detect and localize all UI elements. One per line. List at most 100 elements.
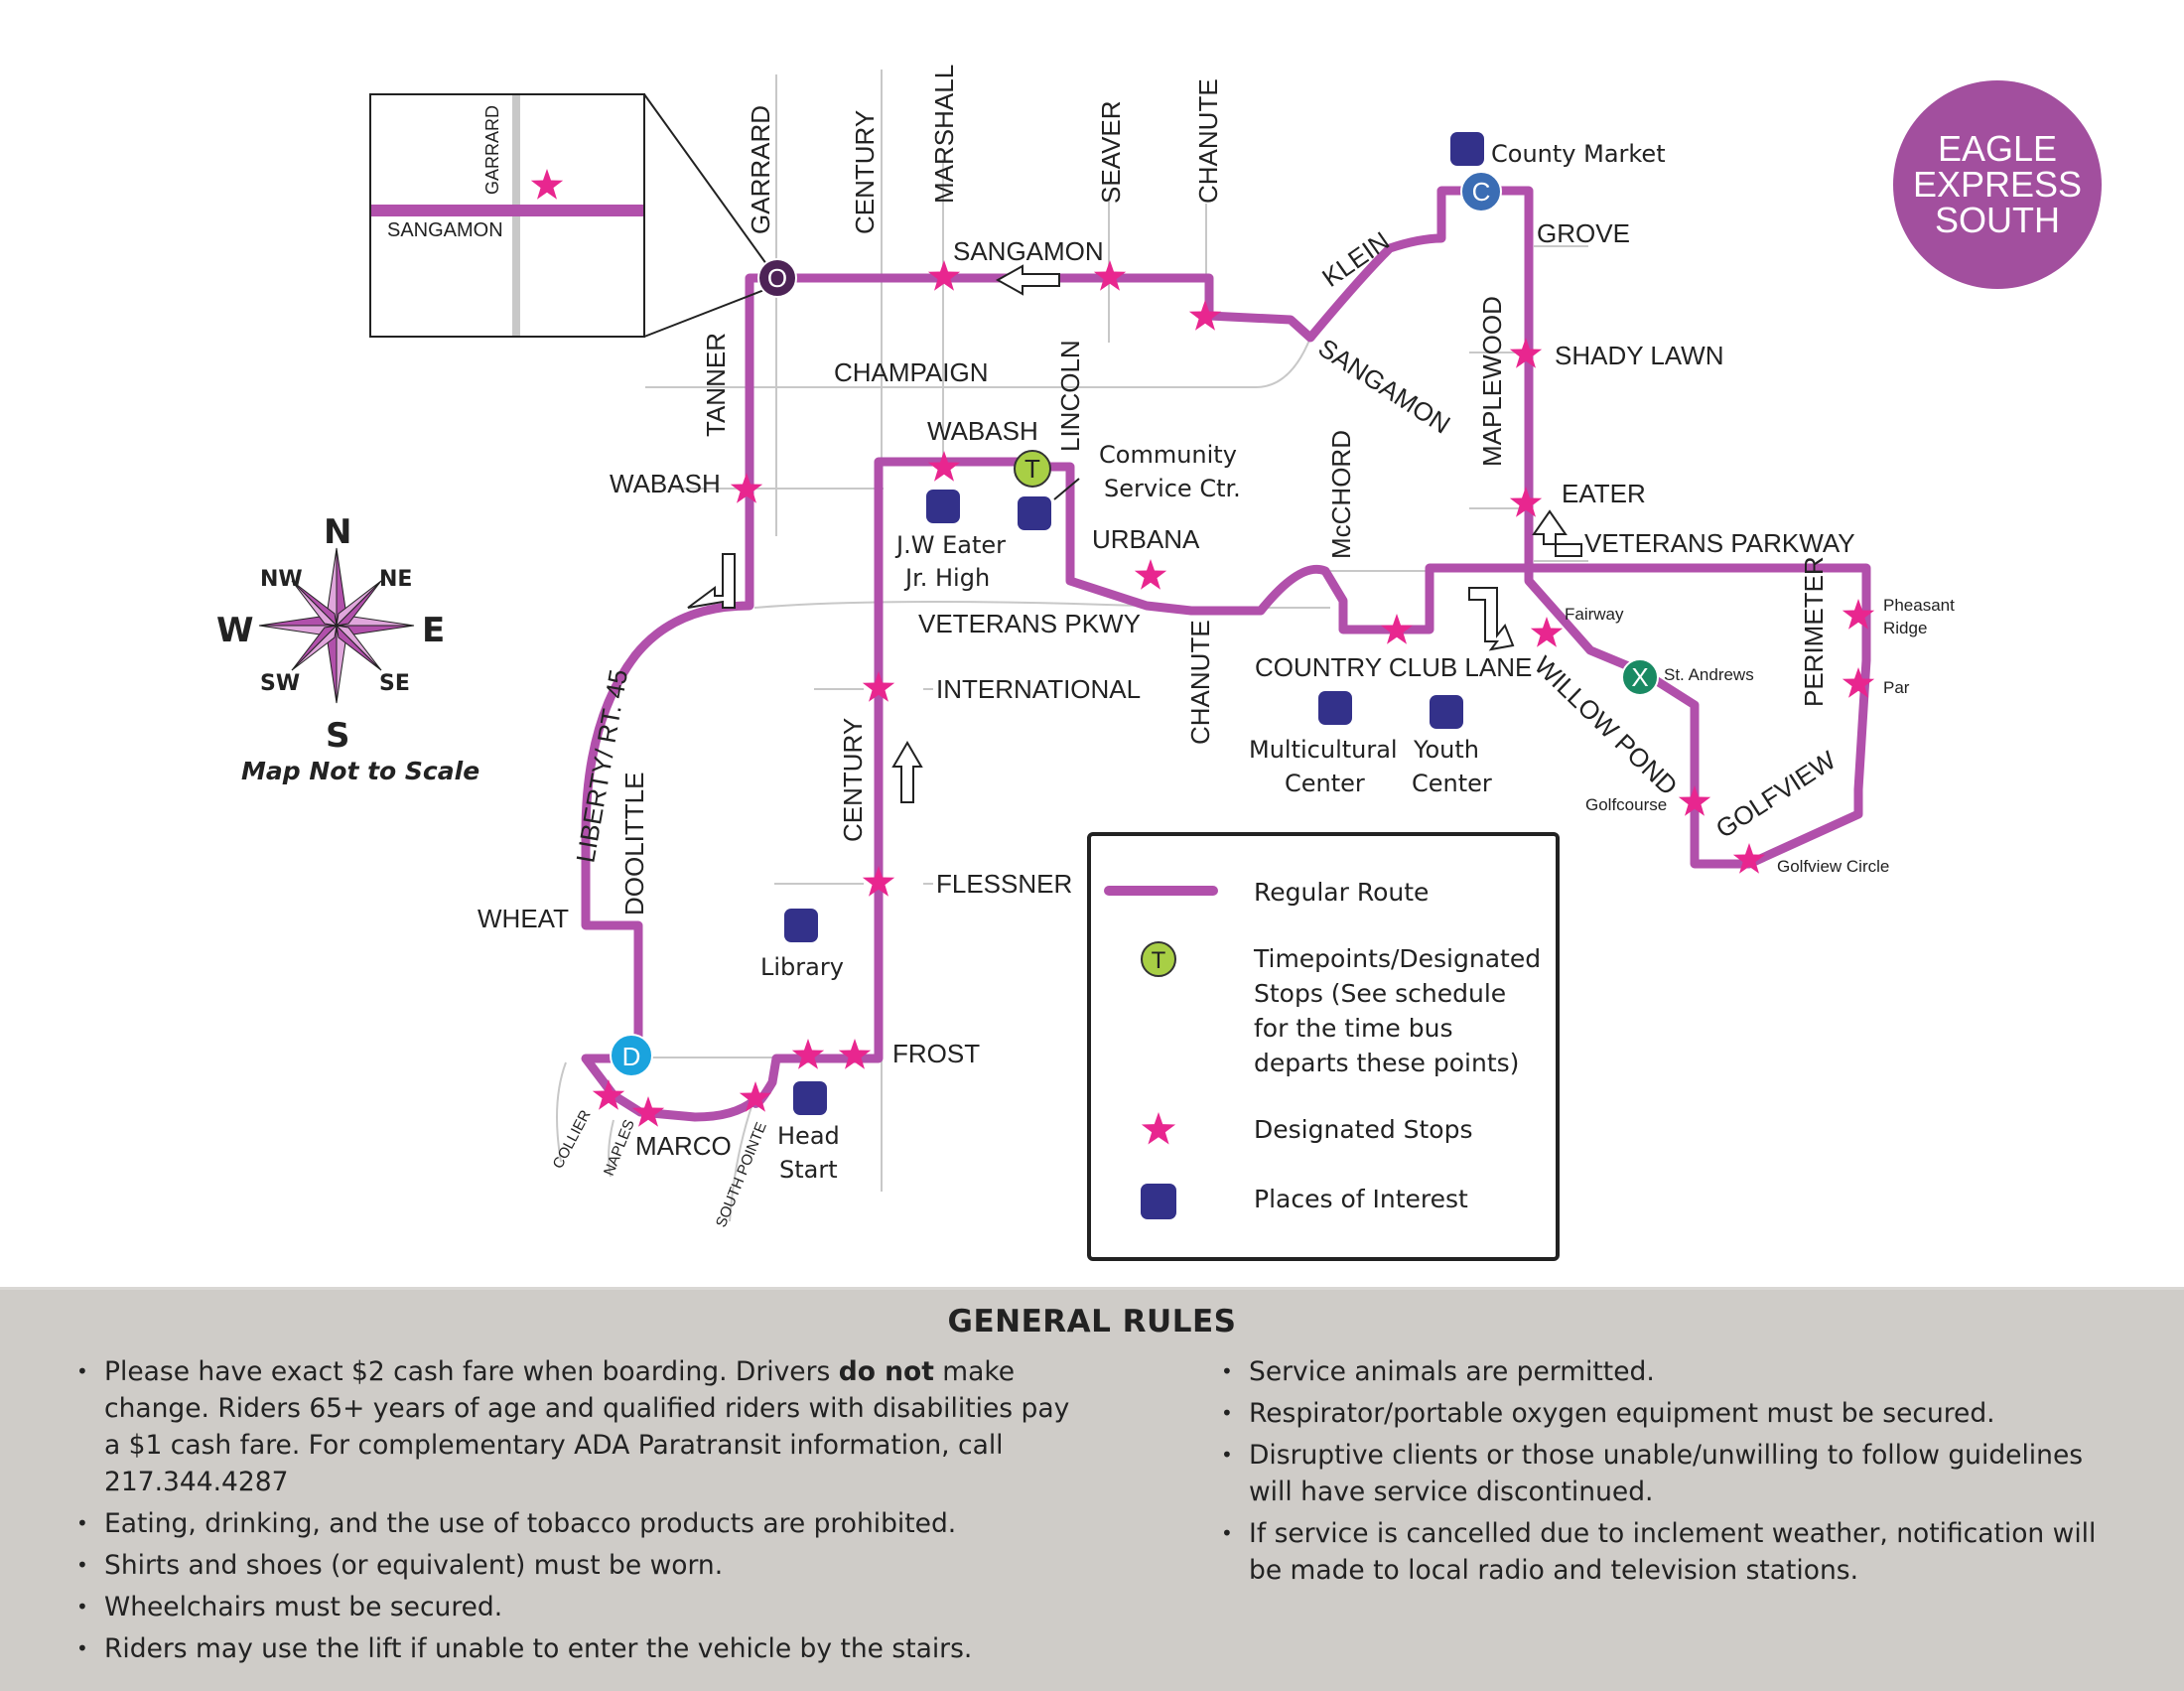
stop-label-pheasant: Pheasant [1883, 596, 1955, 615]
stop-star [1134, 559, 1167, 590]
compass-sw: SW [260, 671, 300, 696]
label-maplewood: MAPLEWOOD [1477, 296, 1507, 467]
legend-t-icon: T [1152, 947, 1166, 974]
label-marco: MARCO [635, 1131, 732, 1161]
stop-label-fairway: Fairway [1565, 605, 1624, 624]
label-shady-lawn: SHADY LAWN [1555, 341, 1724, 370]
stop-star [927, 451, 961, 482]
stop-star [791, 1039, 825, 1069]
place-label-community-2: Service Ctr. [1104, 475, 1241, 502]
stop-star [838, 1039, 872, 1069]
arrow-west [995, 264, 1060, 296]
label-naples: NAPLES [601, 1117, 638, 1178]
route-map: GARRARD SANGAMON [216, 65, 2102, 1261]
arrow-se [1468, 587, 1515, 651]
label-lincoln: LINCOLN [1055, 340, 1085, 452]
label-tanner: TANNER [701, 333, 731, 437]
label-veterans-parkway: VETERANS PARKWAY [1584, 528, 1855, 558]
rule-item: Wheelchairs must be secured. [74, 1589, 1087, 1625]
place-label-youth-2: Center [1412, 770, 1492, 797]
timepoint-c [1460, 171, 1502, 212]
place-label-county-market: County Market [1491, 140, 1666, 168]
general-rules-panel: GENERAL RULES Please have exact $2 cash … [0, 1287, 2184, 1691]
timepoint-x-label: X [1631, 662, 1648, 692]
places-of-interest [784, 132, 1484, 1115]
place-label-youth-1: Youth [1413, 736, 1479, 764]
route-badge: EAGLE EXPRESS SOUTH [1893, 80, 2102, 289]
compass-ne: NE [379, 567, 412, 592]
label-wabash-w: WABASH [610, 469, 721, 498]
timepoints: O C T X D [610, 171, 1659, 1077]
label-eater: EATER [1562, 479, 1646, 508]
label-seaver: SEAVER [1096, 100, 1126, 204]
label-sangamon-diag: SANGAMON [1313, 333, 1456, 440]
legend: T Regular Route Timepoints/Designated St… [1087, 832, 1560, 1261]
label-willow-pond: WILLOW POND [1529, 650, 1684, 801]
rule-item: Riders may use the lift if unable to ent… [74, 1630, 1087, 1667]
label-country-club: COUNTRY CLUB LANE [1255, 652, 1532, 682]
label-mcchord: McCHORD [1326, 430, 1356, 559]
label-frost: FROST [892, 1039, 980, 1068]
inset-label-sangamon: SANGAMON [387, 219, 503, 241]
label-sangamon-top: SANGAMON [953, 236, 1104, 266]
rules-list-right: Service animals are permitted.Respirator… [1219, 1353, 2132, 1594]
inset-label-garrard: GARRARD [482, 105, 502, 195]
stop-star [1530, 617, 1564, 647]
label-chanute-top: CHANUTE [1193, 78, 1223, 204]
place-library [784, 909, 818, 942]
stop-labels: Fairway St. Andrews Pheasant Ridge Par G… [1565, 596, 1955, 876]
place-label-community-1: Community [1099, 441, 1237, 469]
stop-label-golfview-circle: Golfview Circle [1777, 857, 1889, 876]
badge-line-1: EAGLE [1938, 128, 2057, 169]
compass-se: SE [379, 671, 410, 696]
legend-route: Regular Route [1254, 878, 1429, 907]
rule-item: Eating, drinking, and the use of tobacco… [74, 1505, 1087, 1542]
legend-stops: Designated Stops [1254, 1115, 1473, 1144]
place-label-multicultural-1: Multicultural [1249, 736, 1398, 764]
place-youth-center [1430, 695, 1463, 729]
timepoint-x [1621, 658, 1659, 696]
compass-e: E [422, 611, 445, 650]
place-label-library: Library [760, 953, 844, 981]
place-labels: County Market Community Service Ctr. J.W… [760, 140, 1666, 1184]
label-chanute-mid: CHANUTE [1185, 620, 1215, 745]
rule-item: If service is cancelled due to inclement… [1219, 1515, 2132, 1589]
rule-item: Disruptive clients or those unable/unwil… [1219, 1437, 2132, 1510]
legend-places: Places of Interest [1254, 1185, 1468, 1213]
place-head-start [793, 1081, 827, 1115]
timepoint-t-label: T [1024, 454, 1040, 484]
place-label-jw-2: Jr. High [903, 564, 990, 592]
timepoint-d [610, 1034, 653, 1077]
place-jw-eater [926, 490, 960, 523]
arrow-north-veterans [1532, 509, 1582, 557]
place-label-head-1: Head [777, 1122, 840, 1150]
legend-tp-4: departs these points) [1254, 1049, 1519, 1077]
compass-rose: N S E W NW NE SW SE Map Not to Scale [216, 512, 479, 785]
timepoint-d-label: D [622, 1042, 641, 1071]
rule-item: Shirts and shoes (or equivalent) must be… [74, 1547, 1087, 1584]
stop-star [1732, 843, 1766, 874]
timepoint-o [757, 258, 797, 298]
compass-w: W [216, 611, 254, 650]
compass-n: N [324, 512, 351, 552]
badge-line-2: EXPRESS [1913, 164, 2082, 205]
place-label-head-2: Start [779, 1156, 838, 1184]
rule-item: Service animals are permitted. [1219, 1353, 2132, 1390]
timepoint-c-label: C [1472, 177, 1491, 207]
direction-arrows [687, 264, 1582, 803]
rule-item: Please have exact $2 cash fare when boar… [74, 1353, 1087, 1500]
label-doolittle: DOOLITTLE [619, 773, 649, 916]
legend-tp-1: Timepoints/Designated [1253, 944, 1541, 973]
timepoint-t [1014, 450, 1051, 488]
legend-tp-2: Stops (See schedule [1254, 979, 1506, 1008]
label-century-top: CENTURY [850, 110, 880, 234]
inset-map: GARRARD SANGAMON [369, 93, 770, 338]
compass-note: Map Not to Scale [241, 757, 479, 785]
timepoint-o-label: O [767, 263, 787, 293]
label-urbana: URBANA [1092, 524, 1200, 554]
label-champaign: CHAMPAIGN [834, 357, 989, 387]
arrow-north [891, 741, 923, 803]
stop-star [1380, 614, 1414, 644]
stop-star [631, 1096, 665, 1127]
label-century-mid: CENTURY [838, 718, 868, 842]
